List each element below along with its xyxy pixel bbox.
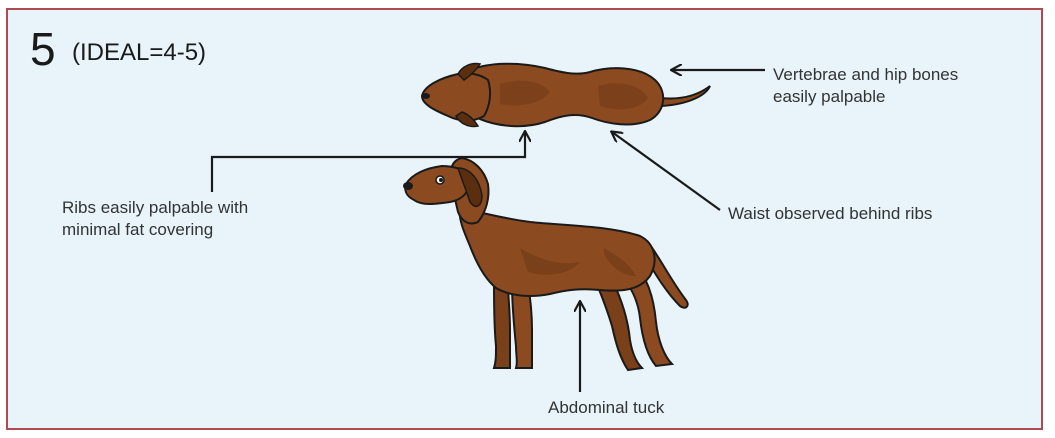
vertebrae-label-line-1: Vertebrae and hip bones — [773, 64, 958, 86]
vertebrae-label-line-2: easily palpable — [773, 86, 958, 108]
dog-top-view — [422, 63, 710, 126]
waist-label: Waist observed behind ribs — [728, 203, 932, 225]
ideal-range-label: (IDEAL=4-5) — [72, 39, 206, 67]
vertebrae-label: Vertebrae and hip bones easily palpable — [773, 64, 958, 108]
ribs-label: Ribs easily palpable with minimal fat co… — [62, 197, 248, 241]
ribs-label-line-1: Ribs easily palpable with — [62, 197, 248, 219]
dog-side-view — [403, 158, 688, 370]
waist-arrow — [612, 132, 720, 210]
score-number: 5 — [30, 24, 56, 74]
abdominal-tuck-label: Abdominal tuck — [548, 397, 664, 419]
ribs-label-line-2: minimal fat covering — [62, 219, 248, 241]
